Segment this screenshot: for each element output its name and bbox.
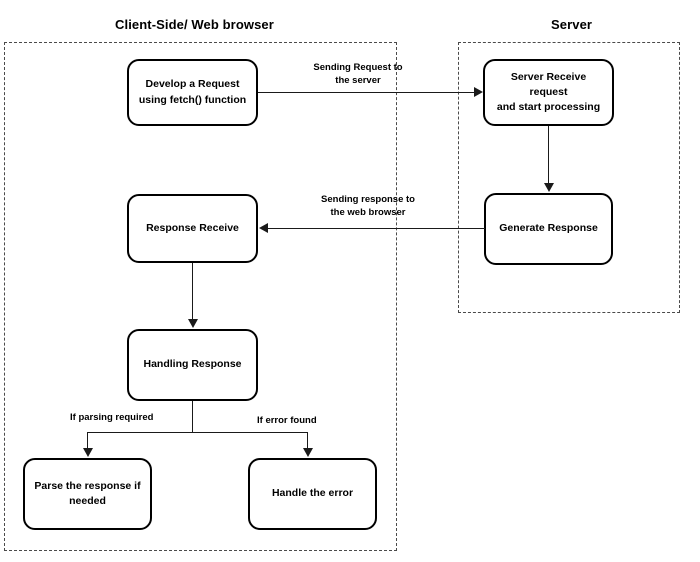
edge-label-sending-request-l1: Sending Request to xyxy=(313,62,403,73)
node-server-receive-line1: Server Receive request xyxy=(510,70,587,98)
node-handle-error-line1: Handle the error xyxy=(271,487,354,500)
node-handle-error[interactable]: Handle the error xyxy=(248,458,377,530)
node-generate-response[interactable]: Generate Response xyxy=(484,193,613,265)
edge-label-if-error-found: If error found xyxy=(257,415,317,426)
node-server-receive-line2: and start processing xyxy=(496,101,601,114)
node-parse-response[interactable]: Parse the response if needed xyxy=(23,458,152,530)
edge-handling-line xyxy=(192,263,193,320)
node-develop-request-line1: Develop a Request xyxy=(145,78,240,91)
edge-request-arrowhead xyxy=(474,87,483,97)
edge-error-branch-arrowhead xyxy=(303,448,313,457)
edge-label-sending-response-l1: Sending response to xyxy=(321,194,415,205)
edge-handling-arrowhead xyxy=(188,319,198,328)
lane-container-server xyxy=(458,42,680,313)
edge-label-sending-response-l2: the web browser xyxy=(330,206,406,218)
node-handling-response-line1: Handling Response xyxy=(143,358,242,371)
edge-parse-branch-drop xyxy=(87,432,88,449)
edge-parse-branch-arrowhead xyxy=(83,448,93,457)
node-develop-request[interactable]: Develop a Request using fetch() function xyxy=(127,59,258,126)
edge-branch-bar xyxy=(87,432,308,433)
edge-response-arrowhead xyxy=(259,223,268,233)
lane-title-server: Server xyxy=(551,17,593,32)
edge-branch-stem xyxy=(192,401,193,433)
node-develop-request-line2: using fetch() function xyxy=(138,93,247,106)
edge-response-line xyxy=(268,228,485,229)
node-parse-response-line1: Parse the response if xyxy=(34,479,141,492)
edge-process-arrowhead xyxy=(544,183,554,192)
edge-label-if-parsing-required: If parsing required xyxy=(70,412,154,423)
node-generate-response-line1: Generate Response xyxy=(499,222,598,235)
edge-request-line xyxy=(258,92,475,93)
lane-container-client xyxy=(4,42,397,551)
edge-error-branch-drop xyxy=(307,432,308,449)
node-response-receive-line1: Response Receive xyxy=(146,221,239,234)
node-parse-response-line2: needed xyxy=(69,495,106,507)
node-handling-response[interactable]: Handling Response xyxy=(127,329,258,401)
edge-process-line xyxy=(548,126,549,184)
node-response-receive[interactable]: Response Receive xyxy=(127,194,258,263)
lane-title-client: Client-Side/ Web browser xyxy=(115,17,274,32)
edge-label-sending-request-l2: the server xyxy=(335,74,381,86)
node-server-receive[interactable]: Server Receive request and start process… xyxy=(483,59,614,126)
